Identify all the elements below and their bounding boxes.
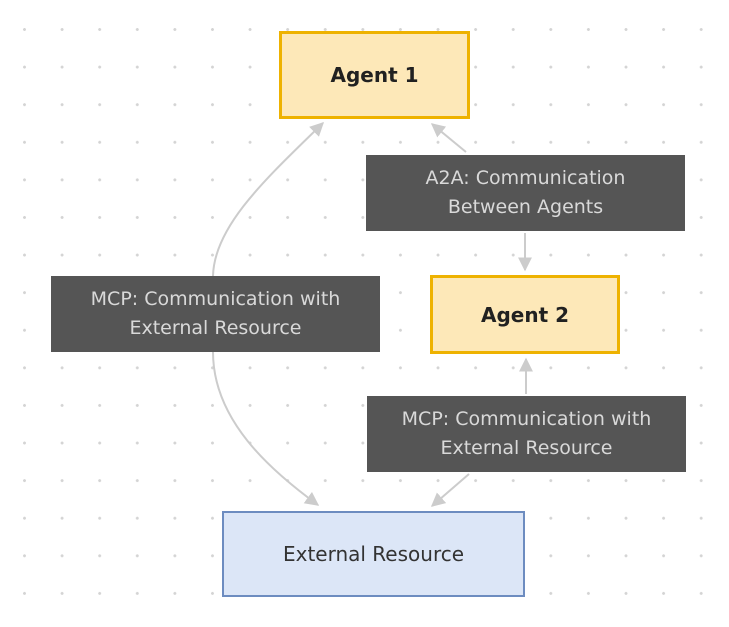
edge-label-a2a-line2: Between Agents: [447, 196, 604, 218]
edge-label-mcp-agent2-line1: MCP: Communication with: [401, 407, 652, 430]
edge-label-mcp-agent1-line2: External Resource: [129, 317, 302, 339]
node-agent-1-label: Agent 1: [330, 63, 419, 87]
node-agent-2[interactable]: Agent 2: [430, 275, 620, 354]
node-agent-1[interactable]: Agent 1: [279, 31, 470, 119]
edge-label-mcp-agent2[interactable]: MCP: Communication with External Resourc…: [367, 396, 686, 472]
node-agent-2-label: Agent 2: [480, 302, 570, 327]
edge-label-mcp-agent1[interactable]: MCP: Communication with External Resourc…: [51, 276, 380, 352]
node-external-resource[interactable]: External Resource: [222, 511, 525, 597]
edge-label-mcp-agent2-line2: External Resource: [440, 437, 613, 459]
edge-label-a2a[interactable]: A2A: Communication Between Agents: [366, 155, 685, 231]
edge-label-mcp-agent1-line1: MCP: Communication with: [90, 287, 341, 310]
node-external-resource-label: External Resource: [282, 542, 465, 566]
edge-label-a2a-line1: A2A: Communication: [425, 166, 626, 189]
